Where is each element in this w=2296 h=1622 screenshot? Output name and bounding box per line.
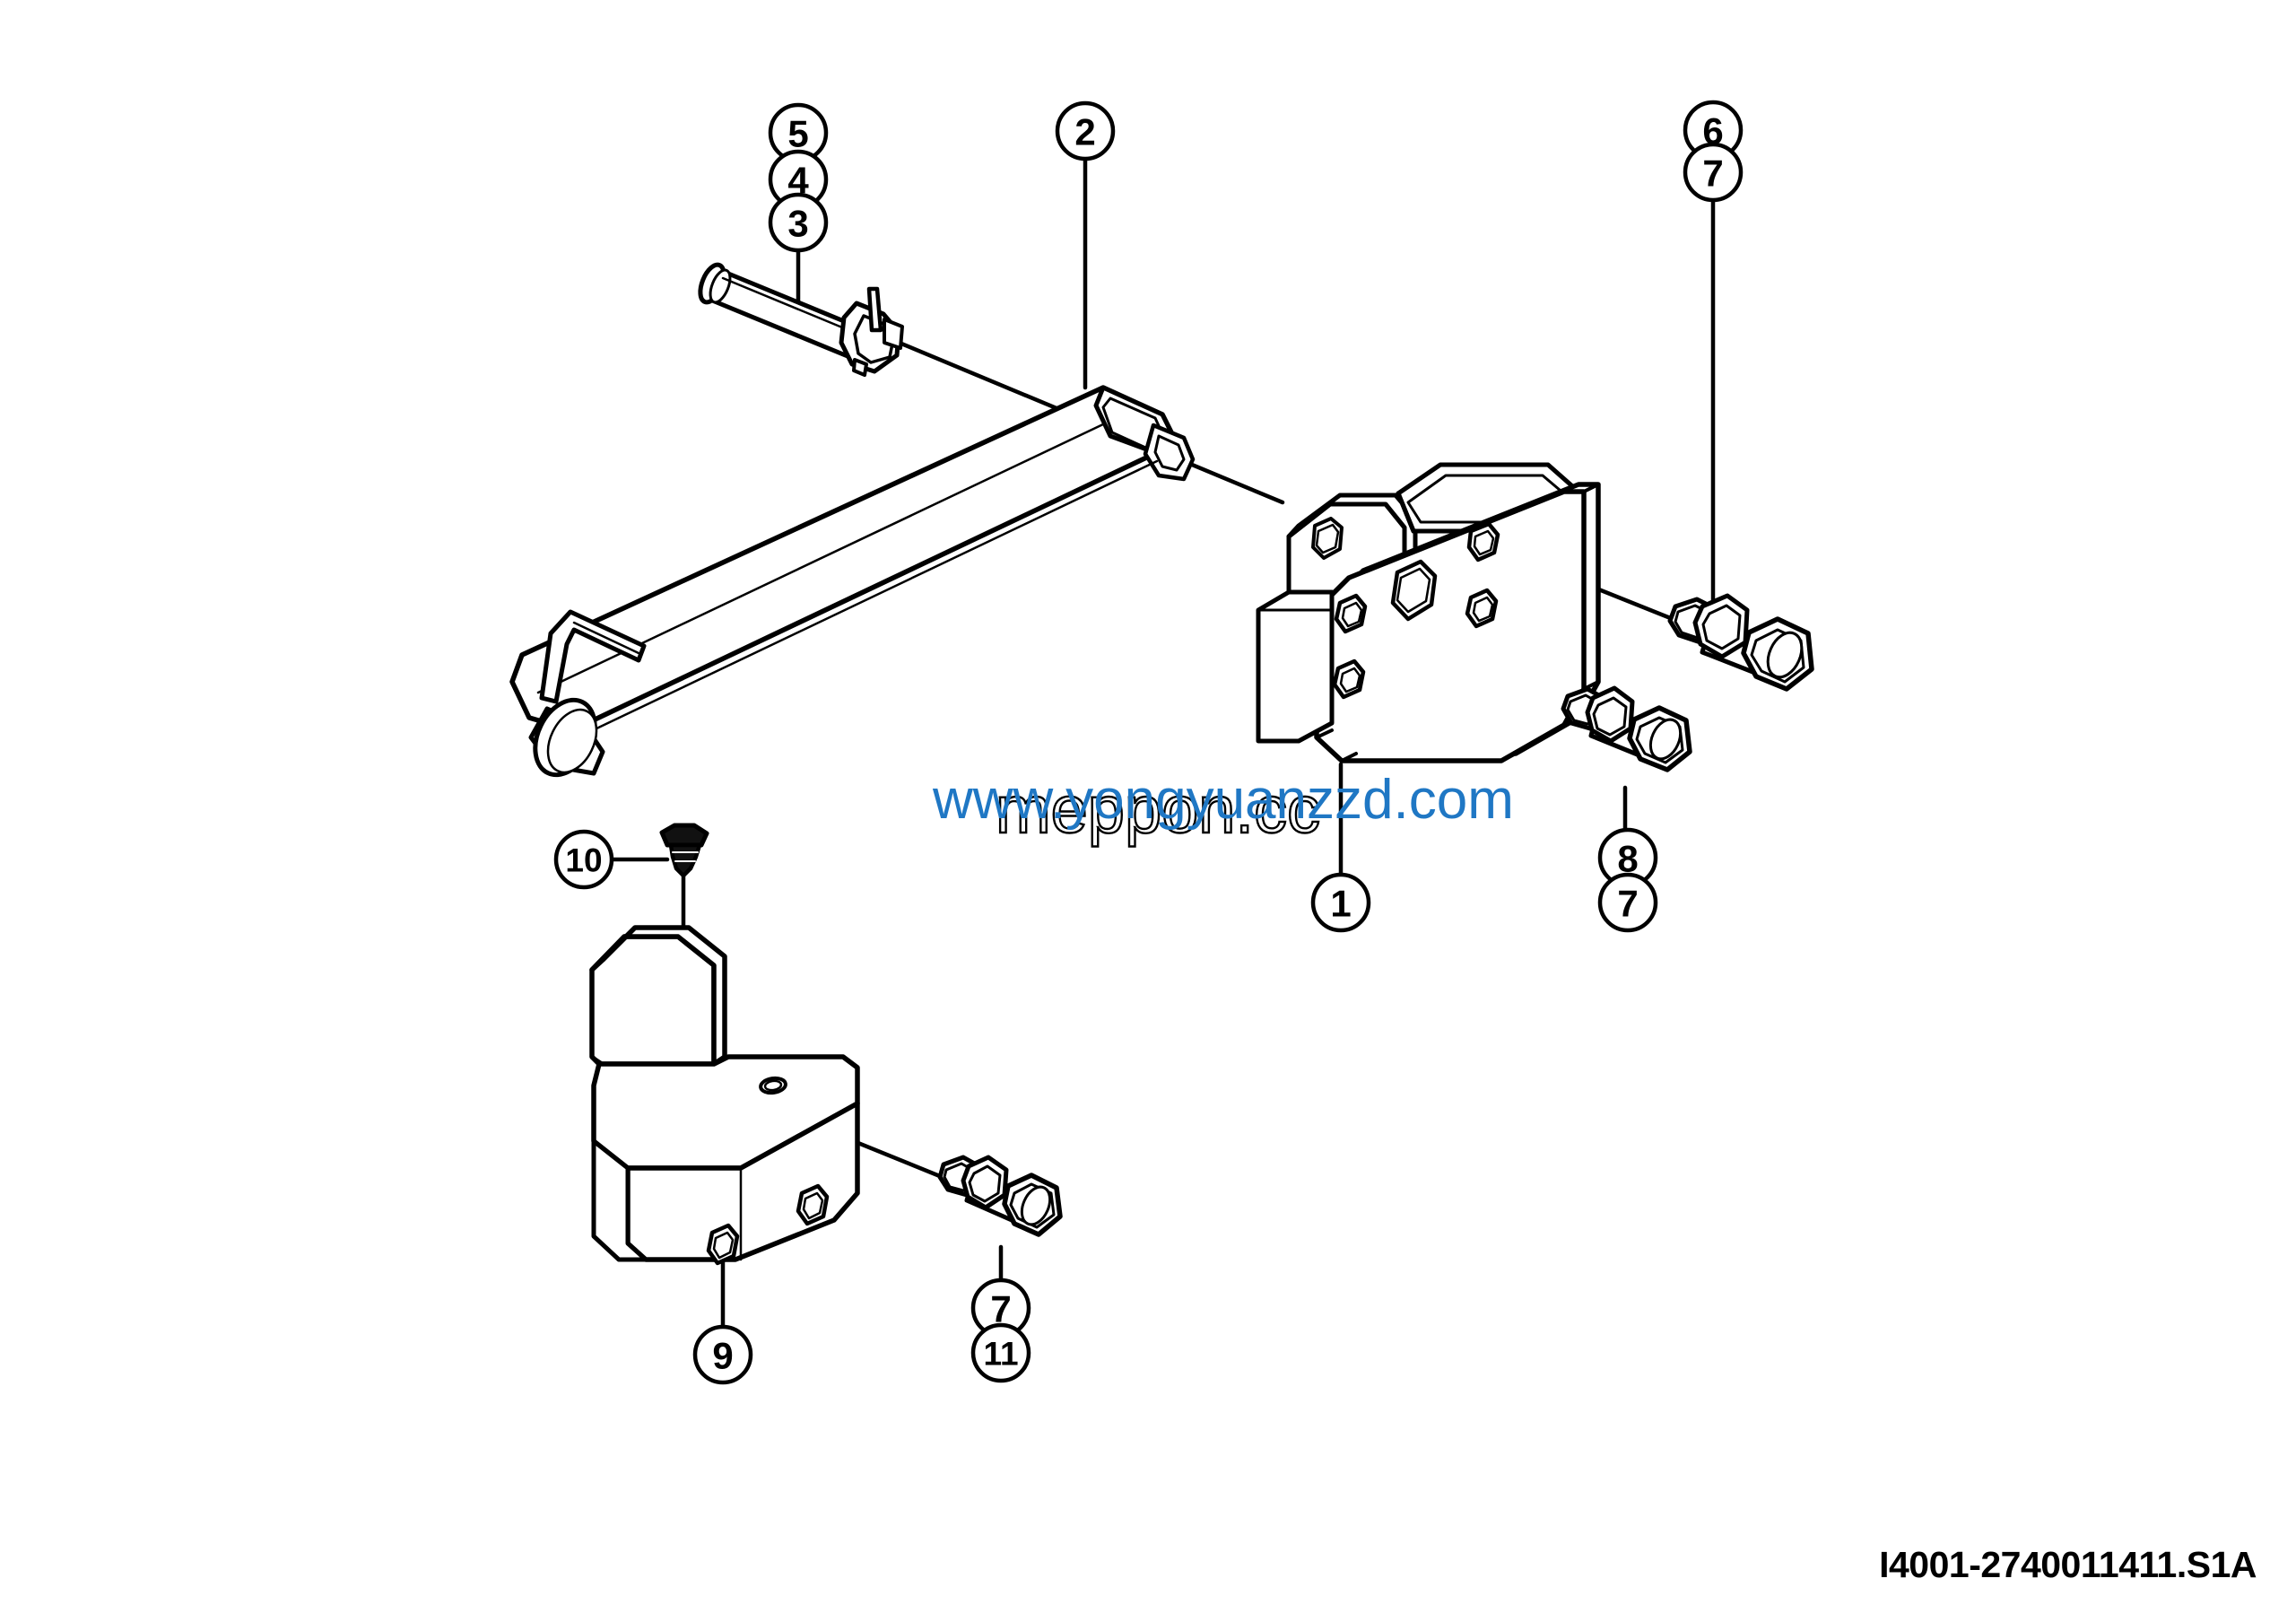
mounting-bracket-1 xyxy=(1256,462,1601,763)
callout-2-label: 2 xyxy=(1074,111,1095,153)
callout-11-label: 11 xyxy=(983,1336,1018,1373)
callout-2-circle[interactable] xyxy=(1055,100,1116,161)
watermark-group: meppon.cc www.yongyuanzzd.com xyxy=(932,769,1514,848)
callout-8-label: 8 xyxy=(1617,838,1638,880)
bolt-lower-7-11 xyxy=(937,1155,1063,1237)
callout-7-mid-circle[interactable] xyxy=(1597,872,1658,933)
callout-3[interactable]: 3 xyxy=(768,192,829,253)
callout-7-top[interactable]: 7 xyxy=(1683,142,1744,203)
callout-9[interactable]: 9 xyxy=(692,1324,753,1385)
bolt-middle-8-7 xyxy=(1561,685,1692,772)
callout-2[interactable]: 2 xyxy=(1055,100,1116,161)
callout-11-circle[interactable] xyxy=(970,1322,1031,1383)
callout-10[interactable]: 10 xyxy=(553,829,614,890)
callout-7-top-circle[interactable] xyxy=(1683,142,1744,203)
callout-11[interactable]: 11 xyxy=(970,1322,1031,1383)
callout-1[interactable]: 1 xyxy=(1310,872,1371,933)
bolt-upper-6-7 xyxy=(1667,593,1814,692)
callout-7-mid[interactable]: 7 xyxy=(1597,872,1658,933)
drawing-code-label: I4001-2740011411.S1A xyxy=(1879,1544,2257,1585)
callout-7-bottom[interactable]: 7 xyxy=(970,1278,1031,1339)
callout-9-circle[interactable] xyxy=(692,1324,753,1385)
callout-1-circle[interactable] xyxy=(1310,872,1371,933)
pin-assembly-3-4-5 xyxy=(698,262,904,377)
callout-3-label: 3 xyxy=(787,203,808,245)
watermark-meppon-outline: meppon.cc xyxy=(996,772,1320,847)
callout-1-label: 1 xyxy=(1330,883,1351,925)
watermark-yongyuanzzd-blue: www.yongyuanzzd.com xyxy=(932,769,1514,831)
callout-6-label: 6 xyxy=(1702,110,1723,153)
callout-5-label: 5 xyxy=(787,113,808,155)
cylinder-body-2 xyxy=(509,385,1196,778)
callout-3-circle[interactable] xyxy=(768,192,829,253)
callout-10-label: 10 xyxy=(565,842,602,879)
l-bracket-9 xyxy=(589,925,860,1266)
callout-7-bottom-label: 7 xyxy=(990,1288,1011,1330)
callout-9-label: 9 xyxy=(712,1335,733,1377)
callout-10-circle[interactable] xyxy=(553,829,614,890)
callout-7-mid-label: 7 xyxy=(1617,883,1638,925)
callout-7-top-label: 7 xyxy=(1702,153,1723,195)
